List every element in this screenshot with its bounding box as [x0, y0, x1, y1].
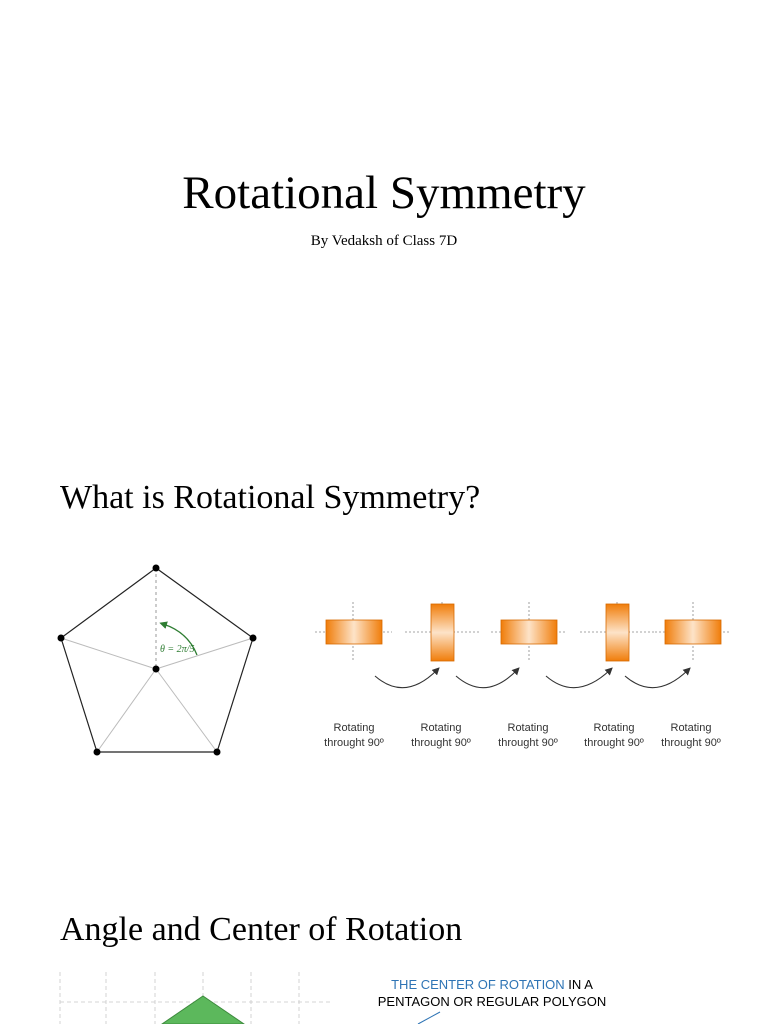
pentagon-vertices — [57, 564, 257, 756]
orange-rect-2 — [430, 603, 455, 662]
pentagon-outline — [60, 567, 254, 753]
note-highlight: THE CENTER OF ROTATION — [391, 977, 565, 992]
presentation-title: Rotational Symmetry — [182, 167, 586, 219]
caption-5-line2: throught 90º — [661, 737, 721, 749]
slide-heading-angle-center: Angle and Center of Rotation — [60, 911, 463, 948]
curved-arrows — [374, 667, 691, 689]
caption-4-line1: Rotating — [594, 722, 635, 734]
orange-rect-5 — [664, 619, 722, 645]
presentation-subtitle: By Vedaksh of Class 7D — [310, 233, 458, 249]
caption-3-line1: Rotating — [508, 722, 549, 734]
caption-1-line1: Rotating — [334, 722, 375, 734]
caption-4-line2: throught 90º — [584, 737, 644, 749]
rotation-arc-arrow — [159, 621, 198, 656]
caption-1-line2: throught 90º — [324, 737, 384, 749]
pentagon-spokes — [60, 637, 254, 753]
green-pentagon — [161, 995, 245, 1024]
orange-rect-3 — [500, 619, 558, 645]
caption-2-line1: Rotating — [421, 722, 462, 734]
caption-5-line1: Rotating — [671, 722, 712, 734]
note-text: IN A PENTAGON OR REGULAR POLYGON — [377, 977, 607, 1009]
caption-2-line2: throught 90º — [411, 737, 471, 749]
center-of-rotation-note: THE CENTER OF ROTATION IN A PENTAGON OR … — [362, 976, 622, 1010]
caption-3-line2: throught 90º — [498, 737, 558, 749]
pointer-line — [417, 1011, 441, 1024]
orange-rect-1 — [325, 619, 383, 645]
orange-rect-4 — [605, 603, 630, 662]
angle-label: θ = 2π/5 — [160, 644, 194, 655]
slide-heading-what-is: What is Rotational Symmetry? — [60, 479, 481, 516]
